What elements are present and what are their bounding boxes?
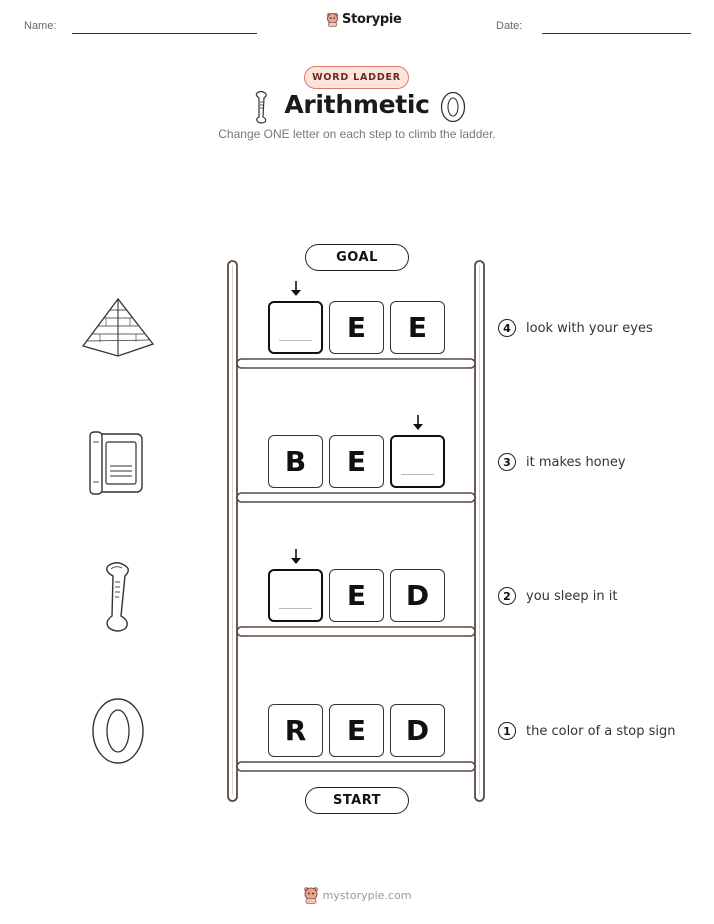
date-line[interactable] [542,33,691,34]
letter-tile: E [329,704,384,757]
zero-icon [440,91,466,123]
zero-icon [92,698,144,764]
letter-tile-blank[interactable] [390,435,445,488]
letter-tile: D [390,569,445,622]
brand-logo: Storypie [326,12,402,27]
name-label: Name: [24,20,57,32]
letter-tile: E [390,301,445,354]
bone-icon [255,90,267,124]
bear-icon [326,12,339,27]
clue-3: 3 it makes honey [498,453,626,471]
clue-text: it makes honey [526,454,626,470]
date-label: Date: [496,20,523,32]
clue-number: 2 [498,587,516,605]
footer: mystorypie.com [0,886,714,904]
clue-1: 1 the color of a stop sign [498,722,675,740]
word-ladder-badge: WORD LADDER [304,66,409,89]
name-line[interactable] [72,33,257,34]
clue-text: the color of a stop sign [526,723,676,739]
brand-name: Storypie [342,12,402,27]
clue-number: 4 [498,319,516,337]
instructions: Change ONE letter on each step to climb … [218,127,496,141]
arrow-down-icon [291,281,301,296]
arrow-down-icon [413,415,423,430]
clue-text: you sleep in it [526,588,618,604]
pyramid-icon [81,297,155,357]
goal-label: GOAL [305,244,409,271]
clue-number: 1 [498,722,516,740]
letter-tile: B [268,435,323,488]
clue-4: 4 look with your eyes [498,319,653,337]
clue-text: look with your eyes [526,320,653,336]
ladder [227,260,485,802]
letter-tile: D [390,704,445,757]
footer-url[interactable]: mystorypie.com [322,888,412,902]
bear-icon [303,887,318,904]
letter-tile: E [329,435,384,488]
letter-tile-blank[interactable] [268,569,323,622]
page-title: Arithmetic [284,90,430,119]
book-icon [89,431,143,495]
letter-tile: R [268,704,323,757]
letter-tile-blank[interactable] [268,301,323,354]
arrow-down-icon [291,549,301,564]
clue-number: 3 [498,453,516,471]
letter-tile: E [329,569,384,622]
bone-icon [106,562,129,632]
letter-tile: E [329,301,384,354]
start-label: START [305,787,409,814]
clue-2: 2 you sleep in it [498,587,617,605]
